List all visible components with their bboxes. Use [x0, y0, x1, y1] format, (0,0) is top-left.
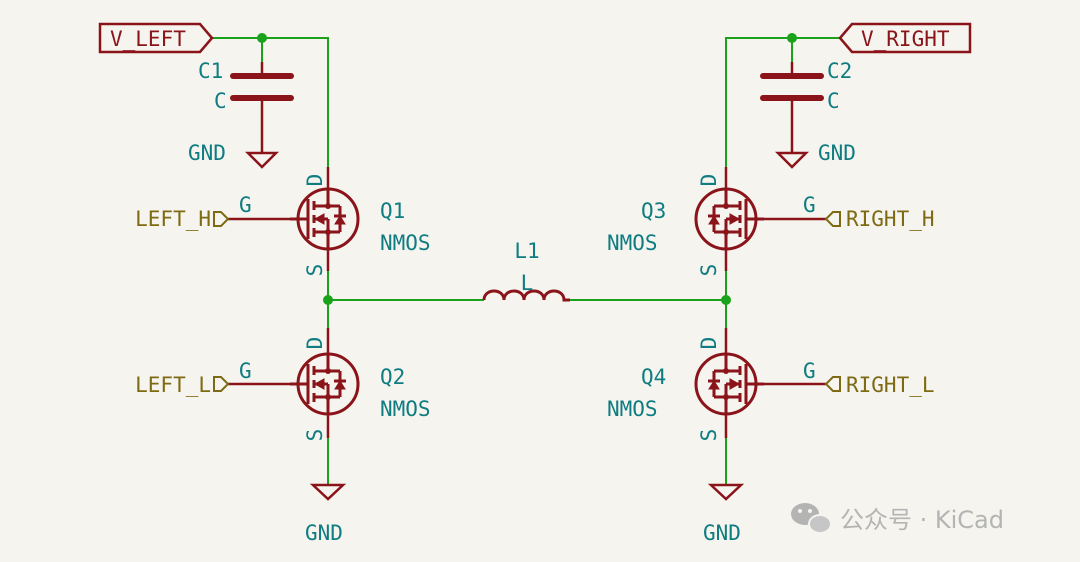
nmos-q3-value: NMOS: [607, 231, 658, 255]
power-port-v-right[interactable]: V_RIGHT: [838, 22, 972, 54]
nmos-q2-ref: Q2: [380, 365, 405, 389]
junction-vleft: [257, 33, 267, 43]
nmos-q3-ref: Q3: [641, 199, 666, 223]
nmos-q2-value: NMOS: [380, 397, 431, 421]
net-label-right-l[interactable]: RIGHT_L: [824, 373, 935, 397]
junction-right-node: [721, 295, 731, 305]
net-label-left-l-text: LEFT_L: [135, 373, 211, 397]
nmos-q4-value: NMOS: [607, 397, 658, 421]
net-label-left-l[interactable]: LEFT_L: [135, 373, 230, 397]
wire-vleft: [212, 37, 329, 167]
nmos-q2-drain-pin: D: [303, 337, 327, 350]
junctions: [257, 33, 797, 305]
capacitor-c1-ref: C1: [198, 59, 223, 83]
nmos-q4-gate-pin: G: [803, 359, 816, 383]
capacitor-c1-value: C: [214, 89, 227, 113]
power-port-v-left-label: V_LEFT: [110, 27, 186, 51]
power-port-v-left[interactable]: V_LEFT: [98, 22, 214, 54]
ground-label-q2: GND: [305, 521, 343, 545]
ground-symbol-q4: GND: [703, 483, 745, 545]
capacitor-c2[interactable]: C2 C: [760, 59, 852, 153]
nmos-q2[interactable]: D S G Q2 NMOS: [228, 328, 431, 441]
nmos-q1[interactable]: D S G Q1 NMOS: [228, 167, 431, 276]
nmos-q1-gate-pin: G: [239, 193, 252, 217]
inductor-l1[interactable]: L1 L: [482, 239, 570, 302]
nmos-q1-source-pin: S: [303, 264, 327, 277]
nmos-q4[interactable]: D S G Q4 NMOS: [607, 328, 826, 441]
wechat-icon: [791, 503, 832, 534]
ground-label-c2: GND: [818, 141, 856, 165]
nmos-q4-drain-pin: D: [697, 337, 721, 350]
nmos-q1-ref: Q1: [380, 199, 405, 223]
net-label-left-h[interactable]: LEFT_H: [135, 207, 230, 231]
ground-label-c1: GND: [188, 141, 226, 165]
watermark-text: 公众号 · KiCad: [840, 506, 1004, 534]
net-label-left-h-text: LEFT_H: [135, 207, 211, 231]
capacitor-c1[interactable]: C1 C: [198, 59, 294, 153]
ground-symbol-q2: GND: [305, 483, 347, 545]
ground-symbol-c1: GND: [188, 141, 280, 169]
inductor-l1-ref: L1: [514, 239, 539, 263]
junction-left-node: [323, 295, 333, 305]
nmos-q2-gate-pin: G: [239, 359, 252, 383]
junction-vright: [787, 33, 797, 43]
net-label-right-h-text: RIGHT_H: [846, 207, 935, 231]
wire-vright: [725, 37, 840, 167]
net-label-right-h[interactable]: RIGHT_H: [824, 207, 935, 231]
power-port-v-right-label: V_RIGHT: [861, 27, 950, 51]
nmos-q1-value: NMOS: [380, 231, 431, 255]
capacitor-c2-ref: C2: [827, 59, 852, 83]
watermark: 公众号 · KiCad: [791, 503, 1004, 534]
nmos-q1-drain-pin: D: [303, 174, 327, 187]
nmos-q3-drain-pin: D: [697, 174, 721, 187]
inductor-l1-value: L: [521, 271, 534, 295]
ground-symbol-c2: GND: [774, 141, 856, 169]
nmos-q4-source-pin: S: [697, 429, 721, 442]
nmos-q3-gate-pin: G: [803, 193, 816, 217]
nmos-q4-ref: Q4: [641, 365, 666, 389]
net-label-right-l-text: RIGHT_L: [846, 373, 935, 397]
nmos-q3[interactable]: D S G Q3 NMOS: [607, 167, 826, 276]
ground-label-q4: GND: [703, 521, 741, 545]
capacitor-c2-value: C: [827, 89, 840, 113]
nmos-q3-source-pin: S: [697, 264, 721, 277]
nmos-q2-source-pin: S: [303, 429, 327, 442]
